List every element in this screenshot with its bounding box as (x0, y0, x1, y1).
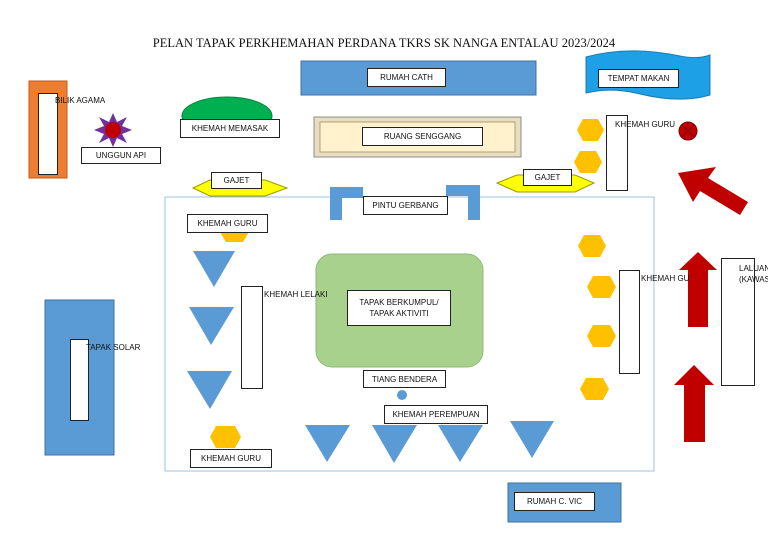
hexagon-e-1 (578, 235, 606, 257)
arrow-red-up-2 (674, 365, 714, 442)
khemah-lelaki-tent-3 (187, 371, 232, 409)
pintu-gerbang-label: PINTU GERBANG (363, 196, 448, 215)
rumah-c-vic-label: RUMAH C. VIC (514, 492, 595, 511)
hexagon-sw (210, 426, 241, 448)
arrow-red-diagonal (678, 167, 748, 215)
tapak-solar-label: TAPAK SOLAR (86, 343, 141, 352)
unggun-api-label: UNGGUN API (81, 147, 161, 164)
khemah-perempuan-tent-4 (510, 421, 554, 458)
laluan-block (721, 258, 755, 386)
khemah-perempuan-label: KHEMAH PEREMPUAN (384, 405, 488, 424)
khemah-lelaki-block (241, 286, 263, 389)
tapak-berkumpul-text: TAPAK BERKUMPUL/ TAPAK AKTIVITI (359, 298, 439, 318)
khemah-guru-sw-label: KHEMAH GURU (190, 449, 272, 468)
hexagon-e-4 (580, 378, 609, 400)
khemah-perempuan-tent-1 (305, 425, 350, 462)
hexagon-ne-1 (577, 119, 604, 141)
khemah-perempuan-tent-3 (438, 425, 483, 462)
arrow-red-up-1 (679, 252, 717, 327)
khemah-lelaki-label: KHEMAH LELAKI (264, 290, 328, 299)
rumah-cath-label: RUMAH CATH (367, 68, 446, 87)
khemah-guru-e-block (619, 270, 640, 374)
tiang-bendera-marker (397, 390, 407, 400)
tiang-bendera-label: TIANG BENDERA (363, 370, 446, 388)
unggun-api-fire (105, 122, 121, 138)
khemah-guru-ne-label: KHEMAH GURU (615, 120, 676, 129)
page-title: PELAN TAPAK PERKHEMAHAN PERDANA TKRS SK … (152, 36, 616, 50)
khemah-guru-nw-label: KHEMAH GURU (187, 214, 268, 233)
pintu-gerbang-right (446, 185, 480, 220)
tempat-makan-label: TEMPAT MAKAN (598, 69, 679, 88)
khemah-guru-ne-block (606, 115, 628, 191)
khemah-memasak-label: KHEMAH MEMASAK (180, 119, 280, 138)
khemah-lelaki-tent-2 (189, 307, 234, 345)
bilik-agama-label: BILIK AGAMA (55, 96, 106, 105)
tapak-berkumpul-label: TAPAK BERKUMPUL/ TAPAK AKTIVITI (347, 290, 451, 326)
pintu-gerbang-left (330, 187, 363, 220)
laluan-text: LALUAN (KAWASAN (739, 264, 768, 284)
hexagon-e-3 (587, 325, 616, 347)
hexagon-ne-2 (574, 151, 602, 173)
khemah-lelaki-tent-1 (193, 251, 235, 287)
hexagon-e-2 (587, 276, 616, 298)
gajet-right-label: GAJET (523, 169, 572, 186)
ruang-senggang-label: RUANG SENGGANG (362, 127, 483, 146)
khemah-perempuan-tent-2 (372, 425, 417, 463)
laluan-label: LALUAN (KAWASAN (739, 263, 768, 285)
khemah-guru-e-label: KHEMAH GURU (641, 274, 689, 283)
tapak-solar-block (70, 339, 89, 421)
gajet-left-label: GAJET (211, 172, 262, 189)
bilik-agama-block (38, 93, 58, 175)
